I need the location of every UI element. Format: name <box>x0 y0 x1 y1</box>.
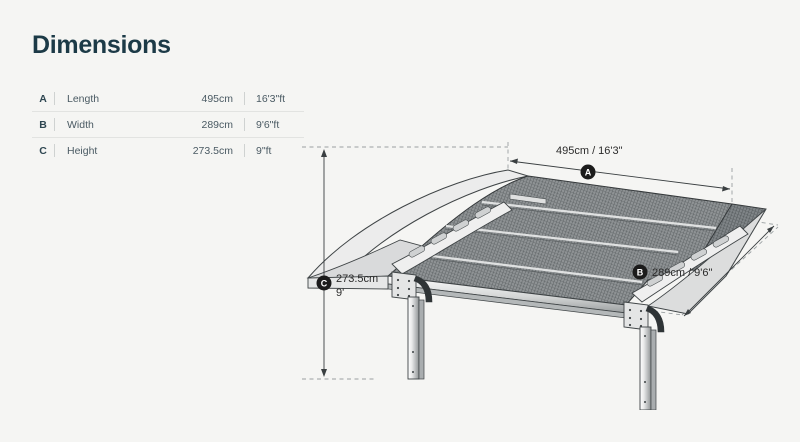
row-imperial-value: 9'6"ft <box>256 118 280 131</box>
roof-panel-seams <box>415 200 717 284</box>
post-bolts-left <box>412 305 414 373</box>
post-left <box>407 296 420 380</box>
column-divider <box>244 92 245 105</box>
row-imperial-value: 9"ft <box>256 144 272 157</box>
badge-a-letter: A <box>585 168 592 178</box>
arrowhead-right <box>722 186 730 192</box>
badge-a: A <box>580 164 596 180</box>
badge-b-letter: B <box>637 268 644 278</box>
row-metric-value: 273.5cm <box>192 144 233 157</box>
dimension-line-width <box>683 225 775 317</box>
post-right <box>639 326 652 410</box>
arrowhead-top <box>767 226 774 233</box>
row-key-letter: A <box>39 92 47 105</box>
dimension-line-length <box>509 158 731 192</box>
carport-posts <box>391 271 665 410</box>
row-metric-value: 495cm <box>201 92 233 105</box>
dimension-c-label-metric: 273.5cm <box>336 273 378 285</box>
dimensions-spec-table: A Length 495cm 16'3"ft B Width 289cm 9'6… <box>32 86 304 163</box>
arrowhead-bottom <box>684 309 691 316</box>
carport-dimension-diagram: 495cm / 16'3" A B 289cm / 9'6" <box>296 130 800 410</box>
row-key-letter: B <box>39 118 47 131</box>
table-row: A Length 495cm 16'3"ft <box>32 86 304 112</box>
carport-canopy <box>306 169 767 319</box>
row-label: Length <box>67 92 100 105</box>
dimension-line-height <box>321 149 327 377</box>
column-divider <box>244 144 245 157</box>
arrowhead-left <box>510 158 518 164</box>
row-label: Height <box>67 144 98 157</box>
row-metric-value: 289cm <box>201 118 233 131</box>
row-label: Width <box>67 118 94 131</box>
column-divider <box>54 92 55 105</box>
roof-rafter-left <box>391 201 513 275</box>
table-row: B Width 289cm 9'6"ft <box>32 112 304 138</box>
badge-c: C <box>316 275 332 291</box>
page-title: Dimensions <box>32 31 171 59</box>
post-bolts-right <box>644 335 646 403</box>
dimension-b-label: 289cm / 9'6" <box>652 267 713 279</box>
column-divider <box>54 144 55 157</box>
row-key-letter: C <box>39 144 47 157</box>
badge-c-letter: C <box>321 279 328 289</box>
arrowhead-top <box>321 149 327 157</box>
bracket-bolts-right <box>628 308 643 328</box>
badge-b: B <box>632 264 648 280</box>
column-divider <box>54 118 55 131</box>
bracket-bolts-left <box>396 278 411 298</box>
arrowhead-bottom <box>321 369 327 377</box>
roof-rafter-right <box>631 225 749 303</box>
extension-line-footprint-right <box>681 226 779 316</box>
column-divider <box>244 118 245 131</box>
row-imperial-value: 16'3"ft <box>256 92 286 105</box>
dimension-c-label-imperial: 9' <box>336 287 344 299</box>
dimension-a-label: 495cm / 16'3" <box>556 145 623 157</box>
table-row: C Height 273.5cm 9"ft <box>32 138 304 163</box>
